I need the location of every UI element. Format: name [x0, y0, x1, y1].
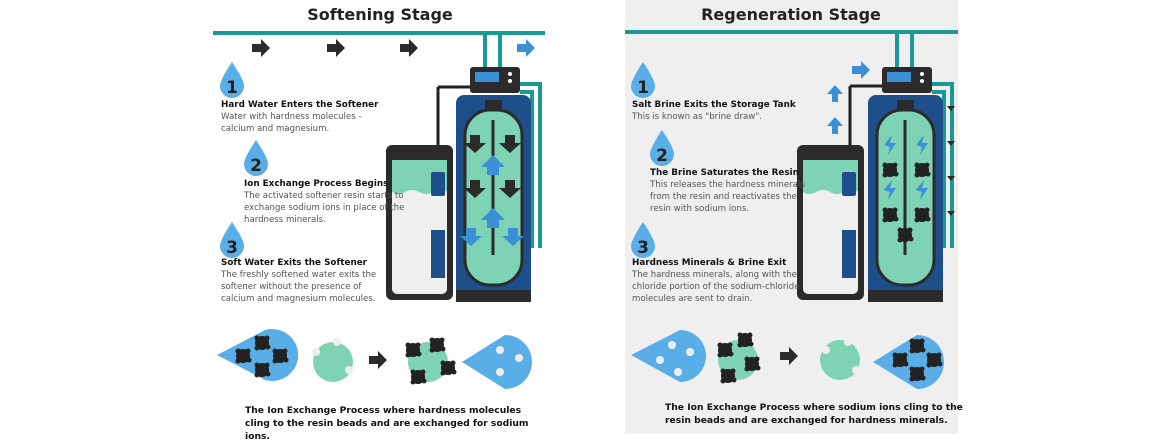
- softening-caption: The Ion Exchange Process where hardness …: [245, 405, 529, 442]
- step-body: The freshly softened water exits the sof…: [221, 270, 377, 304]
- regeneration-pipe: [625, 30, 958, 248]
- step-number: 2: [656, 146, 668, 166]
- step-body: Water with hardness molecules - calcium …: [221, 112, 362, 134]
- softening-supply-pipe: [213, 31, 545, 248]
- drop-icon-1: [220, 62, 244, 98]
- step-body: The hardness minerals, along with the ch…: [632, 270, 800, 304]
- softening-ion-exchange-illustration: [217, 329, 532, 389]
- step-number: 1: [226, 78, 238, 98]
- drop-icon-3: [220, 222, 244, 258]
- brine-tank: [386, 145, 453, 300]
- step-heading: Salt Brine Exits the Storage Tank: [632, 100, 796, 110]
- flow-arrows: [252, 39, 535, 57]
- step-number: 3: [226, 238, 238, 258]
- step-body: This is known as "brine draw".: [632, 112, 763, 122]
- step-heading: Ion Exchange Process Begins: [244, 179, 389, 189]
- drop-icon-2: [244, 140, 268, 176]
- step-number: 1: [637, 78, 649, 98]
- drop-icon-r3: [631, 222, 655, 258]
- step-body: The activated softener resin starts to e…: [244, 191, 405, 225]
- step-heading: Hardness Minerals & Brine Exit: [632, 258, 787, 268]
- regeneration-title: Regeneration Stage: [701, 5, 881, 24]
- step-heading: Soft Water Exits the Softener: [221, 258, 368, 268]
- step-number: 3: [637, 238, 649, 258]
- regeneration-flow-arrows: [827, 61, 955, 216]
- step-number: 2: [250, 156, 262, 176]
- resin-tank: [456, 67, 531, 302]
- regeneration-caption: The Ion Exchange Process where sodium io…: [665, 402, 963, 426]
- regeneration-ion-exchange-illustration: [631, 330, 944, 389]
- step-heading: The Brine Saturates the Resin: [650, 168, 799, 178]
- drop-icon-r2: [650, 130, 674, 166]
- softener-diagrams: 1 2 3 1 2 3: [213, 30, 958, 389]
- softening-title: Softening Stage: [307, 5, 453, 24]
- step-body: This releases the hardness minerals from…: [650, 180, 805, 214]
- step-heading: Hard Water Enters the Softener: [221, 100, 379, 110]
- step-drops: [220, 62, 674, 258]
- regeneration-resin-tank: [868, 67, 943, 302]
- regeneration-brine-tank: [797, 145, 864, 300]
- drop-icon-r1: [631, 62, 655, 98]
